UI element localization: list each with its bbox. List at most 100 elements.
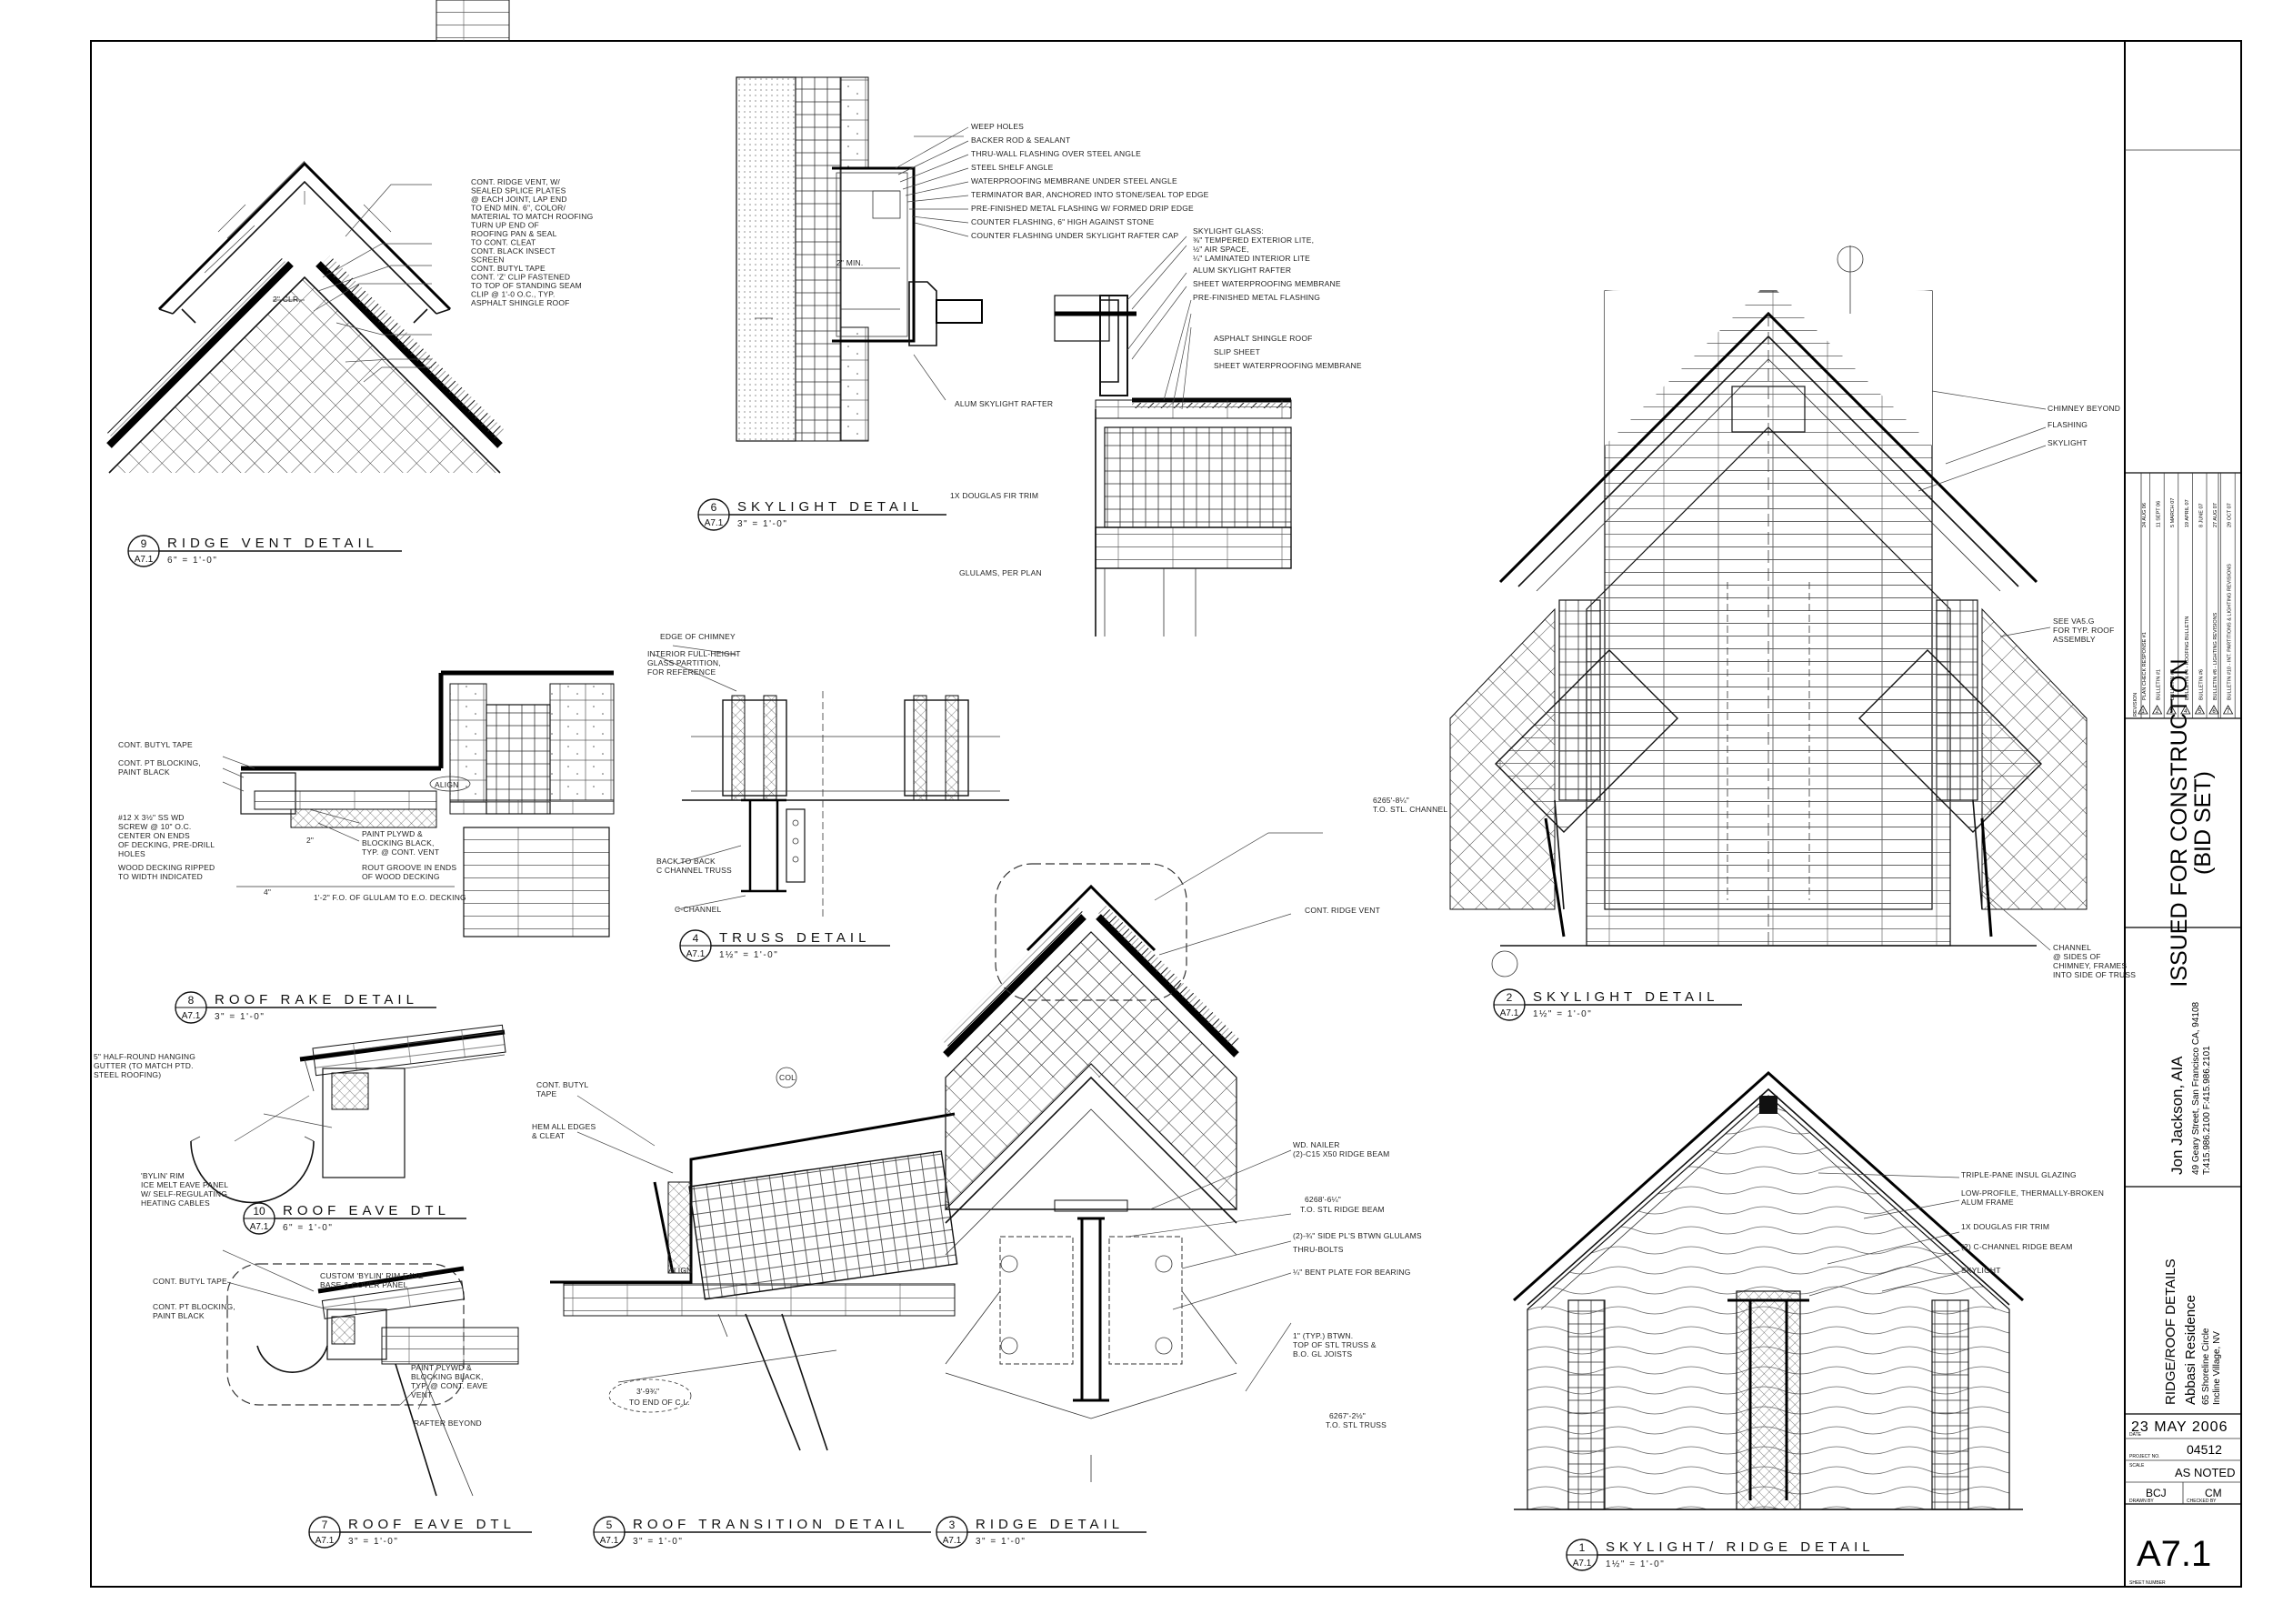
project-address-2: Incline Village, NV (2212, 1331, 2222, 1405)
note-text: SCREW @ 10" O.C. (118, 822, 192, 831)
revision-symbol: 3 (2170, 709, 2174, 715)
note-text: 6267'-2½" (1329, 1411, 1366, 1420)
detail-number: 1 (1579, 1541, 1586, 1554)
note-text: TO CONT. CLEAT (471, 238, 536, 247)
detail-sheet-ref: A7.1 (182, 1011, 201, 1021)
date-label: DATE (2129, 1432, 2142, 1438)
note-text: 1X DOUGLAS FIR TRIM (1961, 1222, 2049, 1231)
scale-label: SCALE (2129, 1463, 2145, 1469)
note-text: ½" AIR SPACE, (1193, 245, 1249, 254)
detail-7-roof-eave (222, 1249, 519, 1497)
note-text: HEM ALL EDGES (532, 1122, 596, 1131)
note-text: PAINT BLACK (118, 767, 170, 777)
note-text: THRU-WALL FLASHING OVER STEEL ANGLE (971, 149, 1141, 158)
architect-name: Jon Jackson, AIA (2168, 1056, 2186, 1175)
callout-leaders (313, 184, 1323, 901)
revision-description: PLAN CHECK RESPONSE #1 (2142, 632, 2148, 700)
revision-date: 29 OCT 07 (2228, 503, 2233, 527)
revision-symbol: 5 (2198, 709, 2202, 715)
note-text: 'BYLIN' RIM (141, 1171, 185, 1180)
note-text: FOR TYP. ROOF (2053, 626, 2114, 635)
note-text: (2)-C15 X50 RIDGE BEAM (1293, 1149, 1389, 1158)
notes-d9: CONT. RIDGE VENT, W/SEALED SPLICE PLATES… (273, 177, 593, 307)
note-text: & CLEAT (532, 1131, 565, 1140)
status-subtext: (BID SET) (2190, 771, 2216, 875)
detail-number: 6 (711, 501, 717, 514)
note-text: @ SIDES OF (2053, 952, 2101, 961)
note-text: CONT. BUTYL TAPE (153, 1277, 227, 1286)
note-text: PAINT BLACK (153, 1311, 205, 1320)
note-text: (2) C-CHANNEL RIDGE BEAM (1961, 1242, 2073, 1251)
detail-8-roof-rake (222, 670, 615, 937)
note-text: THRU-BOLTS (1293, 1245, 1344, 1254)
note-text: ALIGN (668, 1266, 693, 1275)
revision-date: 8 JUNE 07 (2198, 503, 2204, 527)
detail-sheet-ref: A7.1 (600, 1536, 619, 1546)
note-text: ALIGN (435, 780, 459, 789)
note-text: ASPHALT SHINGLE ROOF (471, 298, 570, 307)
note-text: COUNTER FLASHING, 6" HIGH AGAINST STONE (971, 217, 1154, 226)
detail-number: 5 (606, 1519, 613, 1531)
note-text: 3'-9¾" (636, 1387, 659, 1396)
note-text: BASE & COVER PANEL (320, 1280, 408, 1289)
project-no-label: PROJECT NO. (2129, 1454, 2160, 1459)
revision-description: BULLETIN #1 (2157, 669, 2162, 700)
revision-description: BULLETIN #8 - LIGHTING REVISIONS (2213, 612, 2218, 700)
note-text: ¼" LAMINATED INTERIOR LITE (1193, 254, 1310, 263)
detail-number: 9 (141, 537, 147, 550)
note-text: GUTTER (TO MATCH PTD. (94, 1061, 194, 1070)
detail-scale: 3" = 1'-0" (737, 519, 787, 529)
detail-scale: 1½" = 1'-0" (1606, 1559, 1665, 1569)
detail-scale: 3" = 1'-0" (633, 1537, 683, 1547)
note-text: CONT. PT BLOCKING, (153, 1302, 235, 1311)
note-text: SLIP SHEET (1214, 347, 1260, 356)
note-text: T.O. STL RIDGE BEAM (1300, 1205, 1385, 1214)
note-text: ROUT GROOVE IN ENDS (362, 863, 456, 872)
detail-sheet-ref: A7.1 (686, 949, 706, 959)
note-text: ALUM SKYLIGHT RAFTER (1193, 266, 1291, 275)
note-text: T.O. STL TRUSS (1326, 1420, 1387, 1429)
note-text: C-CHANNEL (675, 905, 721, 914)
note-text: PRE-FINISHED METAL FLASHING (1193, 293, 1320, 302)
note-text: SKYLIGHT (2048, 438, 2088, 447)
detail-sheet-ref: A7.1 (705, 518, 724, 528)
note-text: 1'-2" F.O. OF GLULAM TO E.O. DECKING (314, 893, 466, 902)
note-text: 2" MIN. (836, 258, 863, 267)
detail-number: 4 (693, 932, 699, 945)
note-text: VENT (411, 1390, 432, 1399)
detail-sheet-ref: A7.1 (1573, 1559, 1592, 1569)
note-text: INTERIOR FULL-HEIGHT (647, 649, 741, 658)
revision-symbol: 6 (2212, 709, 2216, 715)
note-text: ALUM FRAME (1961, 1198, 2014, 1207)
note-text: TAPE (536, 1089, 557, 1098)
revision-date: 24 AUG 06 (2142, 503, 2148, 527)
note-text: TYP. @ CONT. VENT (362, 847, 439, 857)
note-text: HOLES (118, 849, 145, 858)
note-text: CONT. PT BLOCKING, (118, 758, 201, 767)
note-text: PRE-FINISHED METAL FLASHING W/ FORMED DR… (971, 204, 1194, 213)
detail-scale: 6" = 1'-0" (283, 1223, 333, 1233)
note-text: 4" (264, 887, 271, 897)
note-text: 2" (306, 836, 314, 845)
note-text: SKYLIGHT (1961, 1266, 2001, 1275)
note-text: RAFTER BEYOND (414, 1418, 482, 1428)
note-text: #12 x 3½" SS WD (118, 813, 185, 822)
detail-2-skylight (1449, 246, 2088, 977)
revision-date: 27 AUG 07 (2213, 503, 2218, 527)
detail-5-roof-transition (550, 1067, 958, 1451)
note-text: CUSTOM 'BYLIN' RIM EAVE (320, 1271, 424, 1280)
detail-number: 2 (1507, 991, 1513, 1004)
